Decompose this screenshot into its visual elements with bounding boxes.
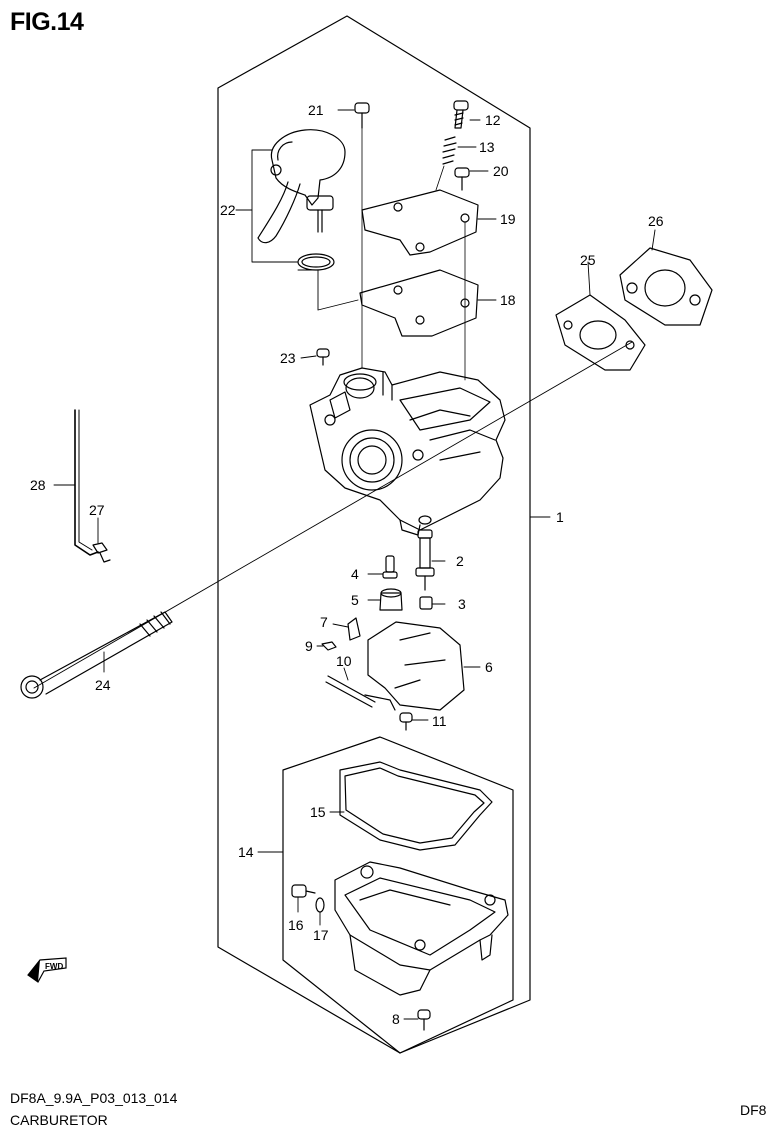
insulator-26 — [619, 247, 713, 326]
cap — [379, 592, 403, 611]
spring-13 — [435, 136, 457, 191]
callout-13: 13 — [479, 139, 495, 155]
callout-14: 14 — [238, 844, 254, 860]
drain-screw — [291, 884, 316, 898]
main-nozzle — [415, 529, 435, 591]
screw-23 — [316, 348, 330, 366]
callout-18: 18 — [500, 292, 516, 308]
callout-4: 4 — [351, 566, 359, 582]
callout-17: 17 — [313, 927, 329, 943]
float-bowl-outline — [282, 736, 514, 1054]
model-code-truncated: DF8 — [740, 1102, 767, 1118]
callout-8: 8 — [392, 1011, 400, 1027]
float — [367, 621, 465, 711]
bowl-gasket — [339, 761, 493, 851]
gasket-25 — [555, 294, 646, 371]
figure-title: FIG.14 — [10, 8, 84, 36]
solenoid-valve — [257, 129, 346, 271]
main-jet — [419, 596, 433, 610]
callout-9: 9 — [305, 638, 313, 654]
callout-26: 26 — [648, 213, 664, 229]
screw-8 — [417, 1009, 431, 1031]
screw-12 — [453, 100, 469, 129]
fwd-text: FWD — [45, 962, 63, 971]
callout-16: 16 — [288, 917, 304, 933]
callout-12: 12 — [485, 112, 501, 128]
callout-23: 23 — [280, 350, 296, 366]
assembly-outline — [217, 15, 531, 1054]
needle-valve — [347, 617, 361, 641]
screw-21 — [354, 102, 370, 369]
float-pin — [325, 675, 376, 708]
clip-27 — [92, 517, 111, 563]
screw-20 — [454, 167, 470, 191]
callout-24: 24 — [95, 677, 111, 693]
callout-6: 6 — [485, 659, 493, 675]
screw-11 — [399, 712, 413, 731]
callout-27: 27 — [89, 502, 105, 518]
cover-plate — [361, 189, 479, 256]
pilot-jet — [382, 555, 398, 579]
callout-1: 1 — [556, 509, 564, 525]
rod-28 — [74, 409, 99, 556]
callout-28: 28 — [30, 477, 46, 493]
bolt-24 — [20, 611, 173, 699]
callout-2: 2 — [456, 553, 464, 569]
callout-10: 10 — [336, 653, 352, 669]
callout-22: 22 — [220, 202, 236, 218]
callout-5: 5 — [351, 592, 359, 608]
diaphragm — [359, 269, 479, 337]
diagram-code: DF8A_9.9A_P03_013_014 — [10, 1090, 178, 1106]
callout-19: 19 — [500, 211, 516, 227]
callout-labels: 1 2 3 4 5 6 7 8 9 10 11 12 13 14 15 16 1… — [30, 102, 664, 1027]
callout-25: 25 — [580, 252, 596, 268]
callout-21: 21 — [308, 102, 324, 118]
callout-15: 15 — [310, 804, 326, 820]
callout-11: 11 — [432, 713, 447, 729]
callout-20: 20 — [493, 163, 509, 179]
forward-arrow-icon: FWD — [27, 957, 67, 983]
float-bowl — [334, 861, 509, 996]
carburetor-body — [309, 367, 506, 536]
clip — [321, 641, 337, 651]
washer — [315, 897, 325, 913]
callout-7: 7 — [320, 614, 328, 630]
callout-3: 3 — [458, 596, 466, 612]
diagram-name: CARBURETOR — [10, 1112, 108, 1128]
